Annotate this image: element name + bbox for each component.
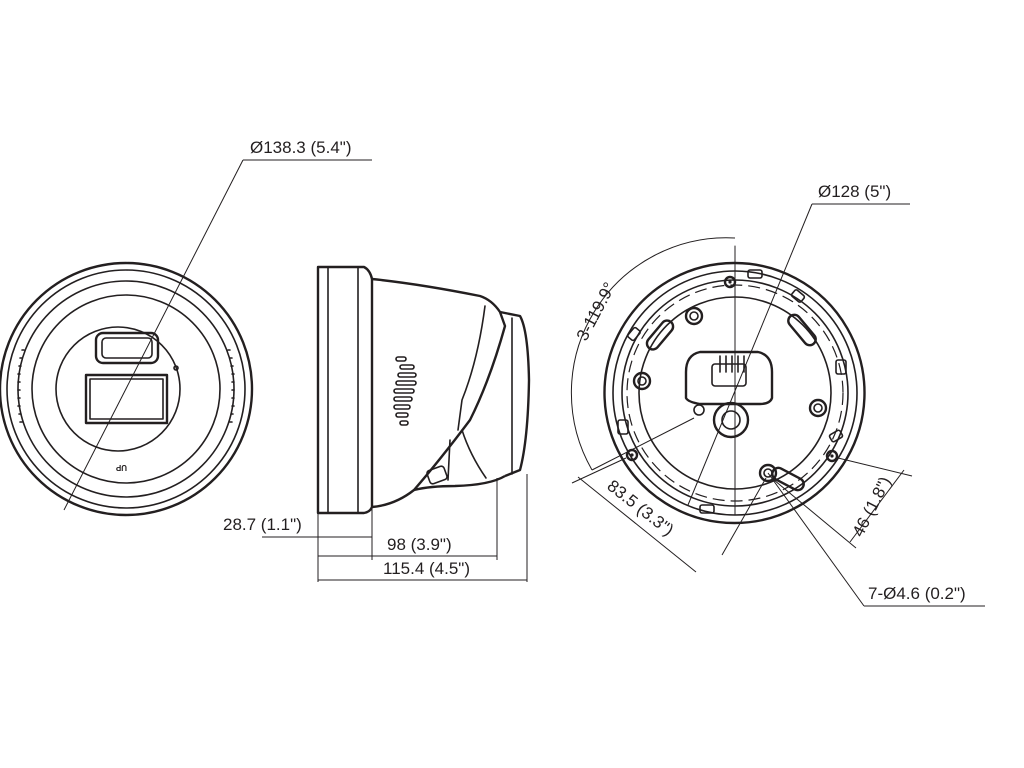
base-small-hole: [693, 404, 705, 416]
front-light-window: [94, 331, 160, 365]
front-vent-left: [17, 349, 25, 423]
base-slot-right: [787, 313, 817, 347]
base-hole: [632, 371, 652, 391]
base-offset-ext-1: [837, 457, 913, 477]
base-edge-clips: [617, 269, 847, 514]
side-view: 28.7 (1.1") 98 (3.9") 115.4 (4.5"): [223, 265, 531, 582]
side-chin-detail: [447, 429, 487, 481]
side-vent-grille: [393, 356, 417, 426]
base-diameter-label: Ø128 (5"): [818, 182, 891, 201]
front-view: UP Ø138.3 (5.4"): [0, 138, 372, 517]
front-vent-right: [227, 349, 235, 423]
base-angle-leader: [591, 417, 695, 471]
base-slot-bottom: [771, 466, 805, 492]
front-bezel: [17, 280, 235, 498]
front-diameter-label: Ø138.3 (5.4"): [250, 138, 351, 157]
base-hole: [825, 449, 839, 463]
base-screw-holes: [625, 275, 839, 483]
front-dome: [31, 294, 221, 484]
base-mount-hole-leader: [767, 472, 865, 607]
base-hole: [808, 398, 828, 418]
base-hole-spacing-label: 83.5 (3.3"): [604, 476, 678, 539]
base-cable-port-inner: [721, 410, 741, 430]
front-lens-module: [84, 373, 169, 425]
side-base-height-label: 28.7 (1.1"): [223, 515, 302, 534]
front-diameter-leader: [63, 159, 244, 511]
base-cable-box: [684, 350, 774, 406]
front-light-window-inner: [101, 337, 153, 359]
base-hole-spacing-line: [577, 476, 697, 573]
side-housing-contour: [457, 305, 486, 431]
side-chin: [413, 474, 506, 492]
base-view: 3-119.9° Ø128 (5") 83.5 (3.3") 46 (1.8")…: [570, 182, 985, 607]
front-outer-ring-inner-edge: [6, 269, 246, 509]
front-outer-ring: [0, 261, 254, 517]
base-offset-line: [849, 469, 905, 543]
side-lens-barrel: [499, 310, 531, 478]
base-angle-label: 3-119.9°: [573, 279, 619, 344]
side-base: [316, 265, 374, 515]
base-cable-port: [712, 401, 750, 439]
base-angle-arc: [570, 237, 736, 471]
base-cable-box-inner: [711, 363, 747, 387]
front-sensor-dot: [173, 365, 179, 371]
side-screw-boss: [426, 465, 448, 485]
base-outer-profile: [603, 261, 866, 525]
side-housing: [371, 277, 507, 509]
side-body-depth-label: 98 (3.9"): [387, 535, 452, 554]
front-lens-module-inner: [89, 378, 164, 420]
base-slot-top-left: [645, 319, 675, 351]
base-offset-label: 46 (1.8"): [849, 474, 895, 540]
side-total-depth-label: 115.4 (4.5"): [383, 559, 470, 578]
base-hole-spacing-ext-2: [721, 477, 767, 556]
base-diameter-leader: [687, 203, 813, 506]
base-hole: [758, 463, 778, 483]
front-up-mark: UP: [115, 463, 127, 472]
base-offset-ext-2: [773, 479, 857, 549]
base-mount-hole-label: 7-Ø4.6 (0.2"): [868, 584, 966, 603]
base-hole: [684, 306, 704, 326]
front-lens-window: [55, 326, 181, 452]
